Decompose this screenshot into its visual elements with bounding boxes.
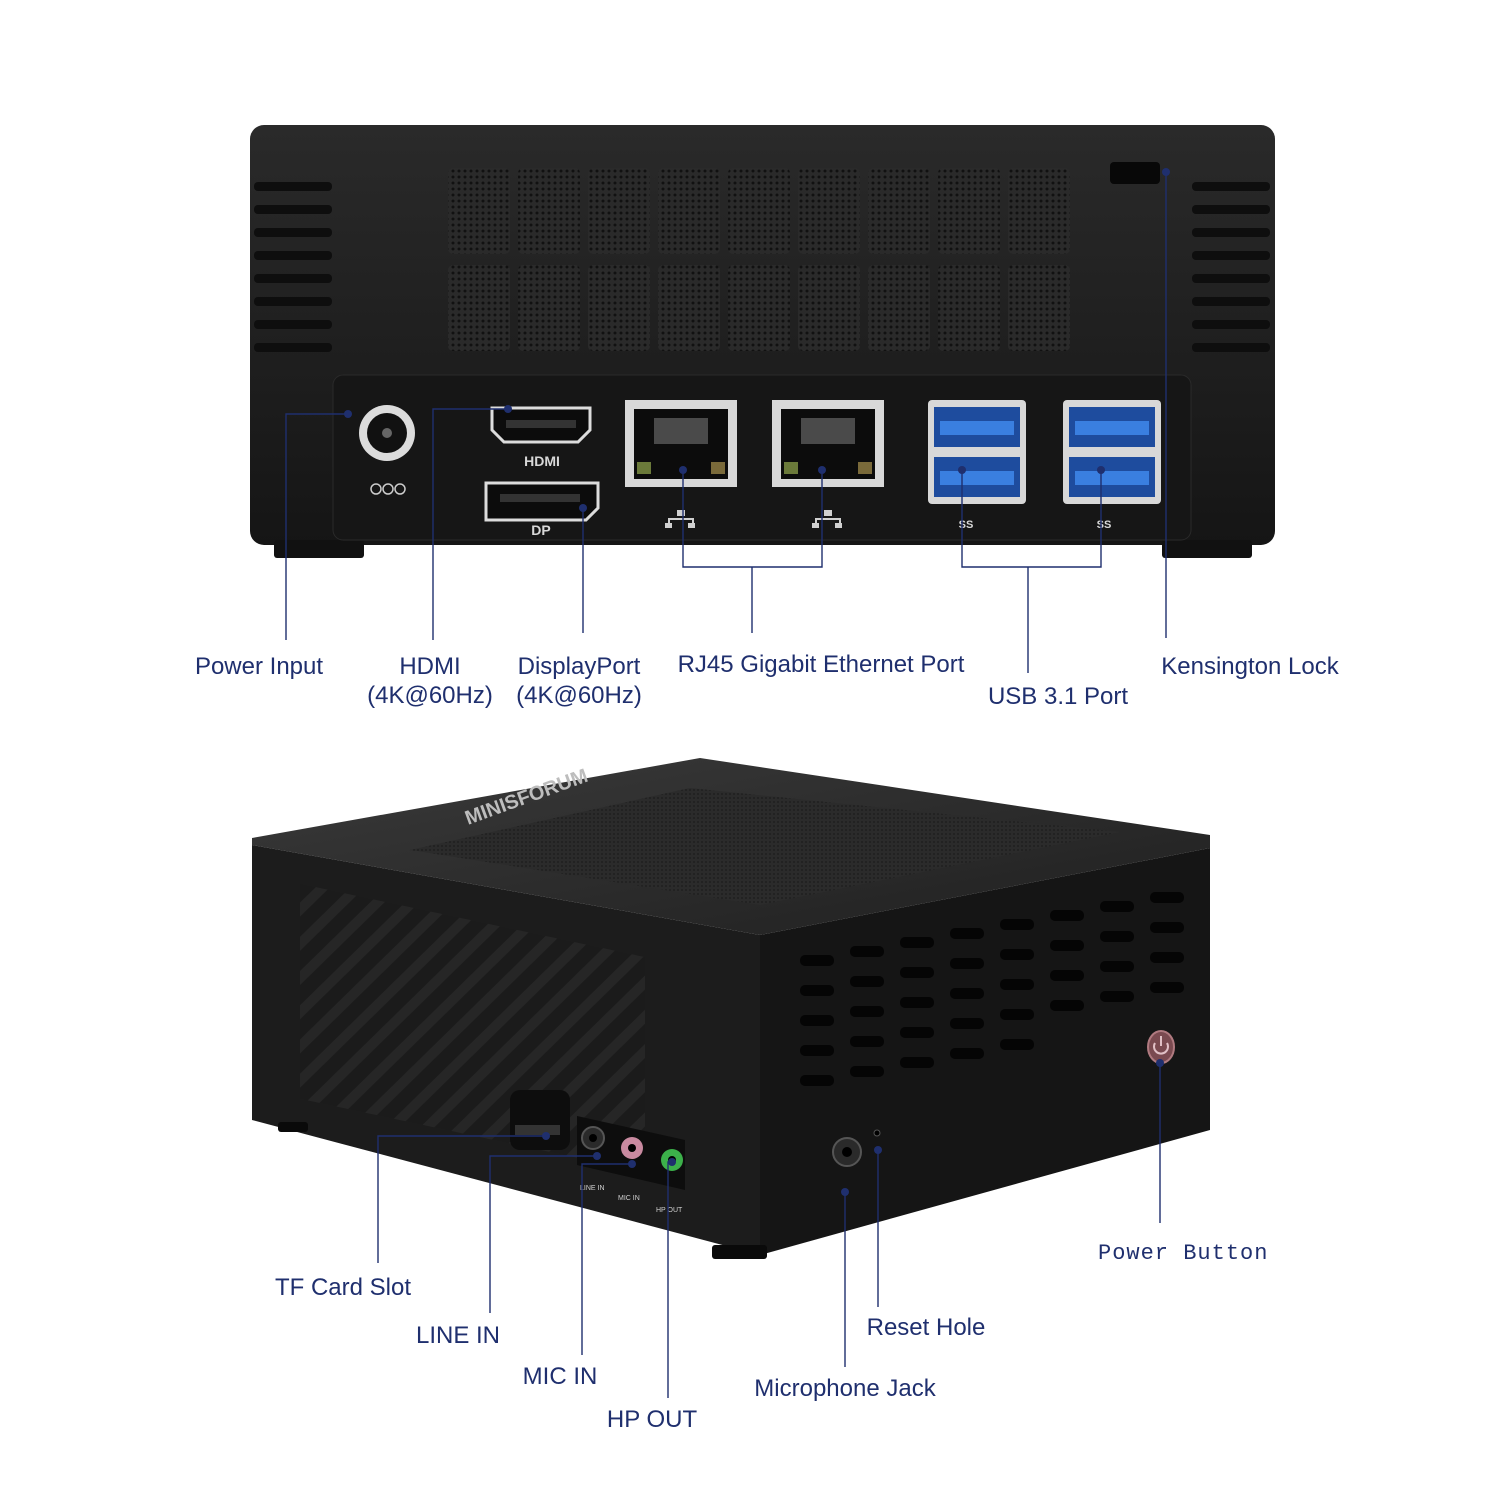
rear-device: HDMI DP [250, 125, 1275, 558]
power-button [1147, 1030, 1175, 1064]
hp-out-marking: HP OUT [656, 1207, 683, 1214]
usb-ss-marking: SS [1097, 519, 1112, 531]
rj45-port-2 [772, 400, 884, 487]
rj45-label: RJ45 Gigabit Ethernet Port [677, 651, 965, 678]
mic-in-marking: MIC IN [618, 1195, 640, 1202]
mic-in-jack [621, 1137, 643, 1159]
usb-port-stack-2 [1063, 400, 1161, 504]
microphone-jack-label: Microphone Jack [754, 1375, 936, 1402]
rear-callout-lines [285, 168, 1170, 673]
power-button-label: Power Button [1098, 1241, 1269, 1266]
hp-out-label: HP OUT [606, 1406, 698, 1433]
displayport-port [484, 481, 600, 522]
hdmi-marking: HDMI [524, 453, 560, 469]
usb-port-stack-1 [928, 400, 1026, 504]
usb-ss-marking: SS [959, 519, 974, 531]
mic-in-label: MIC IN [522, 1363, 598, 1390]
kensington-label: Kensington Lock [1161, 653, 1339, 680]
hdmi-spec-label: (4K@60Hz) [367, 682, 493, 709]
displayport-label: DisplayPort [517, 653, 641, 680]
power-input-label: Power Input [194, 653, 324, 680]
dc-power-jack [359, 405, 415, 495]
tf-card-label: TF Card Slot [274, 1274, 412, 1301]
hdmi-port [490, 406, 592, 444]
tf-card-slot [510, 1090, 570, 1150]
network-icon [812, 510, 842, 528]
line-in-label: LINE IN [415, 1322, 501, 1349]
hdmi-label: HDMI [399, 653, 461, 680]
rj45-port-1 [625, 400, 737, 487]
reset-hole [873, 1129, 881, 1137]
dp-marking: DP [531, 522, 550, 538]
front-callout-lines [377, 1059, 1164, 1398]
line-in-marking: LINE IN [580, 1185, 605, 1192]
microphone-jack [832, 1137, 862, 1167]
reset-hole-label: Reset Hole [866, 1314, 986, 1341]
displayport-spec-label: (4K@60Hz) [516, 682, 642, 709]
kensington-slot [1110, 162, 1160, 184]
line-in-jack [581, 1126, 605, 1150]
side-vent [800, 892, 1184, 1086]
front-device: MINISFORUM LINE IN MIC IN HP OUT [252, 758, 1210, 1259]
network-icon [665, 510, 695, 528]
usb-label: USB 3.1 Port [987, 683, 1129, 710]
rear-vent-grille [448, 168, 1070, 351]
